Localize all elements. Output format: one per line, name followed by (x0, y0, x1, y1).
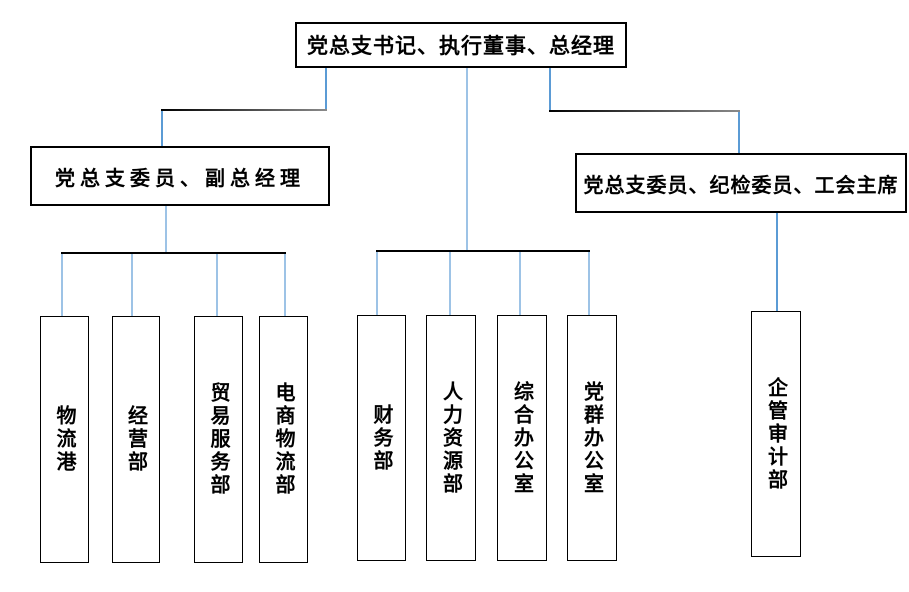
connector-root-left-elbow (161, 109, 327, 111)
node-label: 财务部 (370, 403, 392, 473)
node-label: 电商物流部 (272, 382, 294, 497)
connector-union-down (776, 213, 778, 311)
node-dept-ecommerce-logistics: 电商物流部 (259, 316, 308, 563)
node-label: 党群办公室 (580, 380, 603, 496)
connector-middle-bus (376, 250, 590, 252)
node-union-chairman: 党总支委员、纪检委员、工会主席 (575, 153, 907, 213)
node-dept-general-office: 综合办公室 (497, 315, 547, 561)
connector-root-right-elbow (549, 110, 740, 112)
node-dept-party-masses-office: 党群办公室 (567, 315, 617, 561)
node-label: 人力资源部 (439, 380, 462, 496)
connector-deputy-down (165, 206, 167, 254)
connector-right-elbow-drop (738, 112, 740, 153)
node-dept-trade-services: 贸易服务部 (194, 316, 243, 563)
connector-root-left-drop (325, 68, 327, 111)
node-dept-audit: 企管审计部 (751, 311, 801, 557)
connector-left-bus (61, 252, 286, 254)
node-label: 经营部 (124, 405, 147, 474)
connector-root-middle-drop (466, 68, 468, 252)
node-label: 贸易服务部 (207, 382, 229, 497)
node-dept-human-resources: 人力资源部 (426, 315, 476, 561)
connector-middle-bus-drop-2 (449, 252, 451, 315)
node-party-secretary-gm: 党总支书记、执行董事、总经理 (295, 22, 627, 68)
node-deputy-general-manager: 党总支委员、副总经理 (30, 146, 330, 206)
node-dept-finance: 财务部 (357, 315, 406, 561)
connector-left-bus-drop-4 (284, 254, 286, 316)
connector-middle-bus-drop-1 (376, 252, 378, 315)
node-dept-logistics-port: 物流港 (40, 316, 89, 563)
connector-left-bus-drop-2 (131, 254, 133, 316)
connector-root-right-drop (549, 68, 551, 112)
connector-left-bus-drop-3 (216, 254, 218, 316)
node-label: 物流港 (53, 405, 75, 474)
node-label: 党总支委员、副总经理 (55, 167, 305, 190)
node-label: 企管审计部 (764, 376, 787, 492)
connector-left-bus-drop-1 (61, 254, 63, 316)
node-label: 党总支书记、执行董事、总经理 (307, 34, 615, 58)
connector-middle-bus-drop-4 (588, 252, 590, 315)
node-dept-operations: 经营部 (112, 316, 160, 563)
connector-middle-bus-drop-3 (519, 252, 521, 315)
node-label: 党总支委员、纪检委员、工会主席 (583, 174, 899, 197)
connector-left-elbow-drop (161, 111, 163, 146)
node-label: 综合办公室 (510, 380, 533, 496)
